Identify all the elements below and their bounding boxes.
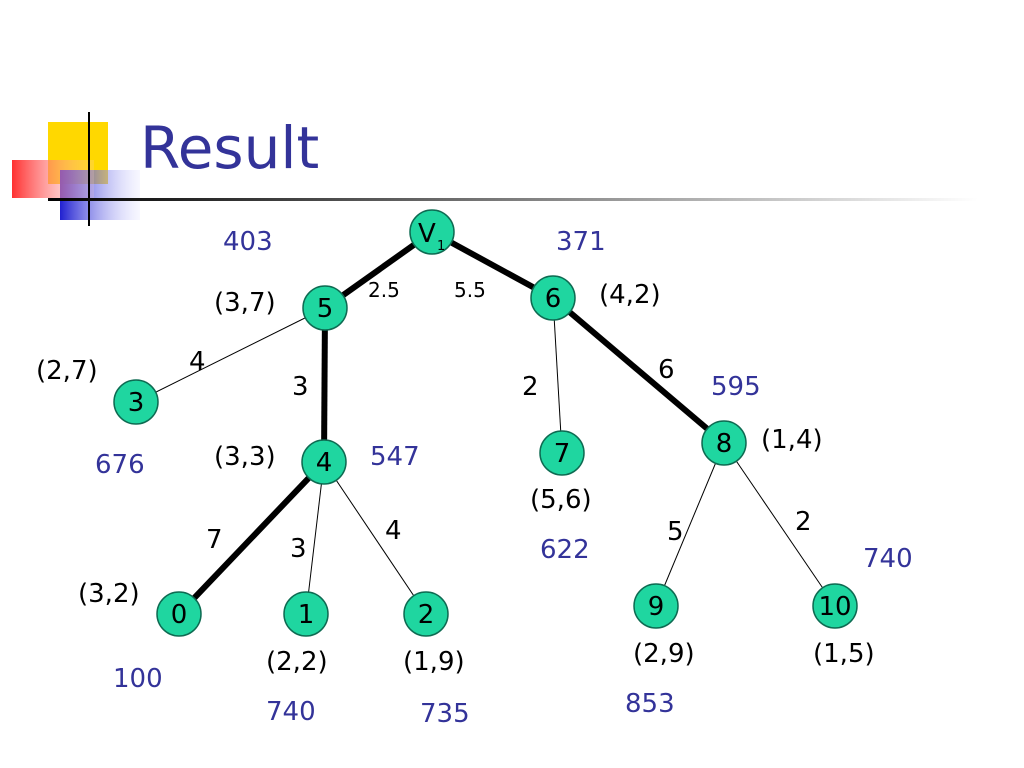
coord-node-1: (2,2) <box>266 647 328 677</box>
node-v1-circle <box>409 209 455 255</box>
node-v1-main-label: V <box>418 219 436 249</box>
edge-weight-6-8: 6 <box>658 355 675 385</box>
cost-node-4: 547 <box>370 442 420 472</box>
cost-node-1: 740 <box>266 697 316 727</box>
edge-weight-5-3: 4 <box>189 347 206 377</box>
edge-n6-n7 <box>552 297 563 454</box>
cost-node-7: 622 <box>540 535 590 565</box>
node-n0-circle <box>156 591 202 637</box>
node-n9-label: 9 <box>648 592 665 622</box>
node-n6-circle <box>530 275 576 321</box>
edge-weight-8-10: 2 <box>795 507 812 537</box>
page-title: Result <box>140 114 319 182</box>
coord-node-3: (2,7) <box>36 356 98 386</box>
node-n3-label: 3 <box>128 388 145 418</box>
edge-weight-4-0: 7 <box>206 525 223 555</box>
edge-n8-n10 <box>723 442 836 607</box>
coord-node-5: (3,7) <box>214 288 276 318</box>
node-n0-label: 0 <box>171 600 188 630</box>
edge-n5-n3 <box>135 307 326 403</box>
edge-n4-n1 <box>305 461 325 615</box>
node-n5-circle <box>302 285 348 331</box>
cost-node-2: 735 <box>420 699 470 729</box>
node-n4-circle <box>301 439 347 485</box>
node-v1-label: V 1 <box>418 219 445 254</box>
edge-weight-v1-5: 2.5 <box>368 278 400 302</box>
cost-node-5: 403 <box>223 227 273 257</box>
node-n7-circle <box>539 430 585 476</box>
edge-weight-8-9: 5 <box>667 517 684 547</box>
node-n7-label: 7 <box>554 439 571 469</box>
coord-node-6: (4,2) <box>599 280 661 310</box>
edge-n4-n2 <box>323 461 427 615</box>
cost-node-3: 676 <box>95 450 145 480</box>
node-n8-circle <box>701 420 747 466</box>
node-n1-label: 1 <box>298 600 315 630</box>
node-n2-circle <box>403 591 449 637</box>
edge-weights: 2.5 5.5 4 3 2 6 7 3 4 5 2 <box>189 278 812 564</box>
coord-node-10: (1,5) <box>813 639 875 669</box>
coord-node-4: (3,3) <box>214 442 276 472</box>
edge-weight-4-2: 4 <box>385 516 402 546</box>
tree-nodes: 5 6 3 4 7 8 0 1 2 9 10 <box>113 209 858 637</box>
coord-node-2: (1,9) <box>403 647 465 677</box>
edge-n8-n9 <box>655 442 725 607</box>
node-n5-label: 5 <box>317 294 334 324</box>
node-n2-label: 2 <box>418 600 435 630</box>
edge-n4-n0 <box>176 459 327 617</box>
cost-labels: 403 371 676 547 622 595 100 740 735 853 … <box>95 227 913 729</box>
node-n3-circle <box>113 379 159 425</box>
node-v1-subscript: 1 <box>437 239 445 254</box>
edge-weight-5-4: 3 <box>292 372 309 402</box>
cost-node-0: 100 <box>113 664 163 694</box>
cost-node-10: 740 <box>863 544 913 574</box>
edge-v1-n6 <box>430 229 555 301</box>
edge-weight-6-7: 2 <box>522 372 539 402</box>
node-n9-circle <box>633 583 679 629</box>
logo-red-square <box>12 160 94 198</box>
cost-node-9: 853 <box>625 689 675 719</box>
coordinate-labels: (3,7) (4,2) (2,7) (3,3) (5,6) (1,4) (3,2… <box>36 280 875 677</box>
edge-n5-n4 <box>321 307 328 463</box>
edge-weight-4-1: 3 <box>290 534 307 564</box>
node-n1-circle <box>283 591 329 637</box>
node-n10-label: 10 <box>818 592 851 622</box>
decorative-logo <box>12 112 140 226</box>
coord-node-8: (1,4) <box>761 425 823 455</box>
cost-node-8: 595 <box>711 372 761 402</box>
edge-weight-v1-6: 5.5 <box>454 278 486 302</box>
tree-edges <box>135 229 836 617</box>
node-n10-circle <box>812 583 858 629</box>
cost-node-6: 371 <box>556 227 606 257</box>
coord-node-0: (3,2) <box>78 579 140 609</box>
coord-node-9: (2,9) <box>633 639 695 669</box>
node-n8-label: 8 <box>716 429 733 459</box>
title-underline <box>48 198 978 201</box>
node-n6-label: 6 <box>545 284 562 314</box>
edge-n6-n8 <box>551 295 726 446</box>
coord-node-7: (5,6) <box>530 485 592 515</box>
node-n4-label: 4 <box>316 448 333 478</box>
